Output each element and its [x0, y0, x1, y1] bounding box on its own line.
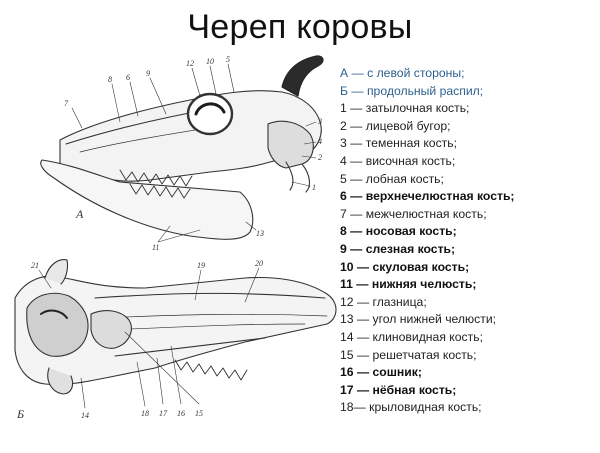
label-3: 3	[317, 117, 322, 126]
ethmoid-region	[90, 310, 132, 349]
figure-b-labels: 21 19 20 14 18 17 16 15 Б	[16, 259, 263, 421]
legend-item: 1 — затылочная кость;	[340, 101, 470, 116]
upper-teeth	[119, 169, 193, 187]
legend-item: 17 — нёбная кость;	[340, 382, 457, 397]
label-15: 15	[195, 409, 203, 418]
label-17: 17	[159, 409, 168, 418]
label-4: 4	[318, 137, 322, 146]
leader-8	[111, 83, 121, 123]
label-20: 20	[255, 259, 263, 268]
label-16: 16	[177, 409, 185, 418]
legend-item: 9 — слезная кость;	[340, 241, 456, 256]
legend-item: 10 — скуловая кость;	[340, 259, 470, 274]
leader-5	[227, 63, 235, 93]
label-8: 8	[108, 75, 112, 84]
section-teeth	[174, 359, 248, 381]
label-13: 13	[256, 229, 264, 238]
horn-core	[44, 259, 69, 285]
skull-section-drawing: 21 19 20 14 18 17 16 15 Б	[5, 258, 345, 448]
orbit-shadow	[194, 102, 226, 116]
lower-teeth	[129, 183, 191, 199]
leader-1	[291, 181, 311, 193]
skull-section-svg: 21 19 20 14 18 17 16 15 Б	[14, 259, 337, 421]
legend-list: А — с левой стороны; Б — продольный распи…	[340, 65, 515, 417]
nasal-roof-line	[94, 292, 326, 299]
leader-2	[301, 155, 317, 159]
leader-13	[245, 221, 257, 231]
leader-14	[80, 377, 86, 409]
legend-item: 4 — височная кость;	[340, 153, 456, 168]
label-1: 1	[312, 183, 316, 192]
legend-item: 16 — сошник;	[340, 365, 422, 380]
legend-item: 18— крыловидная кость;	[340, 400, 482, 415]
label-5: 5	[226, 55, 230, 64]
leader-17	[156, 357, 164, 405]
label-7: 7	[64, 99, 69, 108]
legend-item: 7 — межчелюстная кость;	[340, 206, 487, 221]
leader-15	[124, 331, 200, 405]
leader-7	[71, 107, 83, 129]
section-condyle	[47, 367, 74, 395]
paracondylar-process	[301, 163, 311, 193]
legend-item: 8 — носовая кость;	[340, 224, 457, 239]
occipital-condyle	[285, 161, 294, 191]
legend-item: 12 — глазница;	[340, 294, 427, 309]
leader-19	[194, 269, 202, 301]
horn-shape	[281, 55, 324, 97]
leader-12	[191, 67, 201, 97]
leader-10	[209, 65, 217, 95]
page-title: Череп коровы	[187, 8, 413, 46]
leader-3	[305, 121, 317, 127]
legend-item: 5 — лобная кость;	[340, 171, 444, 186]
figure-a-letter: А	[75, 207, 84, 221]
mandible-shape	[40, 159, 254, 240]
legend-item: 15 — решетчатая кость;	[340, 347, 477, 362]
label-18: 18	[141, 409, 149, 418]
leader-18	[136, 361, 146, 407]
leader-6	[129, 81, 139, 117]
figure-b-letter: Б	[16, 407, 24, 421]
legend-item: А — с левой стороны;	[340, 66, 465, 80]
legend-item: 2 — лицевой бугор;	[340, 118, 451, 133]
orbit-shape	[186, 92, 234, 136]
label-21: 21	[31, 261, 39, 270]
cavity-shadow	[40, 309, 68, 319]
label-2: 2	[318, 153, 322, 162]
label-11: 11	[152, 243, 159, 252]
label-14: 14	[81, 411, 89, 420]
label-19: 19	[197, 261, 205, 270]
leader-16	[170, 345, 182, 405]
label-9: 9	[146, 69, 150, 78]
leader-21	[38, 269, 52, 289]
skull-side-view-svg: 7 8 6 9 12 10 5 3 4 2 1 11 13 А	[40, 55, 324, 252]
cranial-cavity	[26, 292, 89, 357]
legend-item: 3 — теменная кость;	[340, 136, 458, 151]
skull-side-view-drawing: 7 8 6 9 12 10 5 3 4 2 1 11 13 А	[20, 52, 340, 257]
leader-11	[157, 225, 201, 243]
leader-4	[303, 141, 317, 145]
leader-9	[149, 77, 167, 115]
legend-item: Б — продольный распил;	[340, 83, 484, 98]
figure-a-labels: 7 8 6 9 12 10 5 3 4 2 1 11 13 А	[64, 55, 322, 252]
label-6: 6	[126, 73, 130, 82]
occipital-region	[267, 120, 314, 169]
label-12: 12	[186, 59, 194, 68]
palate-line	[114, 337, 266, 357]
legend-item: 13 — угол нижней челюсти;	[340, 312, 497, 327]
legend-item: 11 — нижняя челюсть;	[340, 277, 477, 292]
label-10: 10	[206, 57, 214, 66]
legend-item: 6 — верхнечелюстная кость;	[340, 189, 515, 204]
leader-20	[244, 267, 260, 303]
legend-item: 14 — клиновидная кость;	[340, 329, 483, 344]
